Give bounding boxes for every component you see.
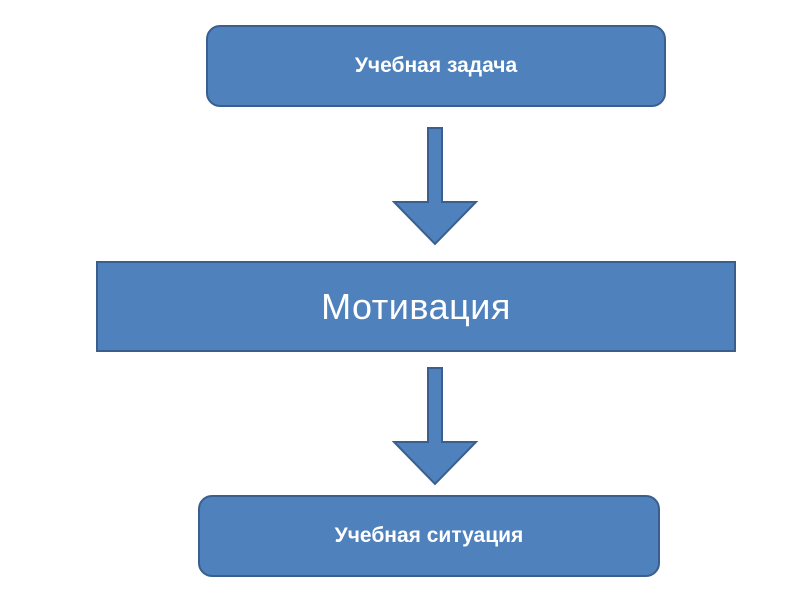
node-learning-task-label: Учебная задача [354, 54, 518, 77]
down-arrow-icon [391, 367, 479, 486]
node-learning-situation-label: Учебная ситуация [334, 524, 524, 547]
node-learning-situation: Учебная ситуация [198, 495, 660, 577]
node-motivation: Мотивация [96, 261, 736, 352]
node-motivation-label: Мотивация [321, 285, 511, 327]
node-learning-task: Учебная задача [206, 25, 666, 107]
down-arrow-icon [391, 127, 479, 246]
